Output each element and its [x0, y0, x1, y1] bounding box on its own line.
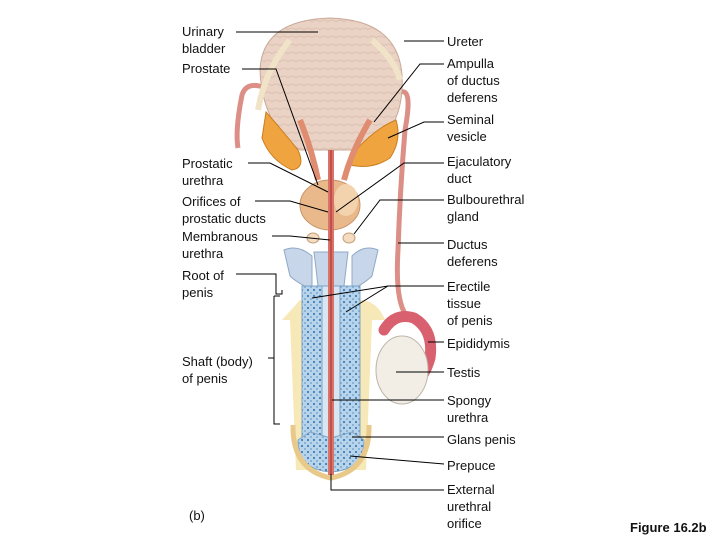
label-ejaculatory-duct: Ejaculatory duct: [447, 154, 512, 186]
label-seminal-vesicle: Seminal vesicle: [447, 112, 494, 144]
penis-root-left: [283, 247, 313, 291]
label-orifices-prostatic-ducts: Orifices of prostatic ducts: [182, 194, 266, 226]
leader-ampulla: [373, 63, 444, 123]
ureter-left: [255, 38, 293, 111]
leader-prostate: [242, 68, 319, 186]
label-erectile-tissue: Erectile tissue of penis: [447, 279, 493, 328]
leader-ejaculatory-duct: [335, 162, 444, 213]
leader-prostatic-urethra: [248, 162, 329, 193]
label-spongy-urethra: Spongy urethra: [447, 393, 492, 425]
penis-root-right: [351, 247, 379, 291]
label-glans-penis: Glans penis: [447, 432, 516, 447]
ampulla: [297, 118, 321, 181]
label-bulbourethral-gland: Bulbourethral gland: [447, 192, 525, 224]
leader-bulbourethral-gland: [353, 199, 444, 235]
label-urinary-bladder: Urinary bladder: [182, 24, 226, 56]
prostate-highlight: [334, 184, 358, 216]
bulbourethral-gland-right: [342, 232, 356, 244]
label-ductus-deferens: Ductus deferens: [447, 237, 498, 269]
seminal-vesicle-left: [261, 110, 302, 171]
ampulla-right: [341, 118, 373, 181]
label-ureter: Ureter: [447, 34, 484, 49]
leader-erectile-tissue: [311, 285, 444, 313]
label-prepuce: Prepuce: [447, 458, 496, 473]
corpus-cavernosum-left: [301, 285, 325, 457]
leader-shaft-bracket: [268, 295, 280, 425]
label-epididymis: Epididymis: [447, 336, 510, 351]
label-membranous-urethra: Membranous urethra: [182, 229, 258, 261]
label-root-of-penis: Root of penis: [182, 268, 224, 300]
label-external-urethral-orifice: External urethral orifice: [447, 482, 495, 531]
ureter-right: [370, 37, 403, 81]
leader-lines: [236, 31, 445, 491]
figure-caption: Figure 16.2b: [630, 520, 707, 535]
label-prostatic-urethra: Prostatic urethra: [182, 156, 233, 188]
leader-membranous-urethra: [272, 235, 331, 241]
leader-root-of-penis: [236, 273, 283, 295]
seminal-vesicle-right: [349, 119, 399, 167]
testis: [375, 335, 429, 405]
label-prostate: Prostate: [182, 61, 231, 76]
leader-prepuce: [349, 455, 445, 465]
corpus-cavernosum-right: [337, 285, 361, 457]
label-ampulla: Ampulla of ductus deferens: [447, 56, 500, 105]
label-shaft-of-penis: Shaft (body) of penis: [182, 354, 253, 386]
leader-external-urethral-orifice: [330, 474, 444, 491]
panel-letter: (b): [189, 508, 205, 523]
label-testis: Testis: [447, 365, 481, 380]
leader-seminal-vesicle: [387, 121, 444, 139]
leader-orifices: [255, 200, 329, 213]
